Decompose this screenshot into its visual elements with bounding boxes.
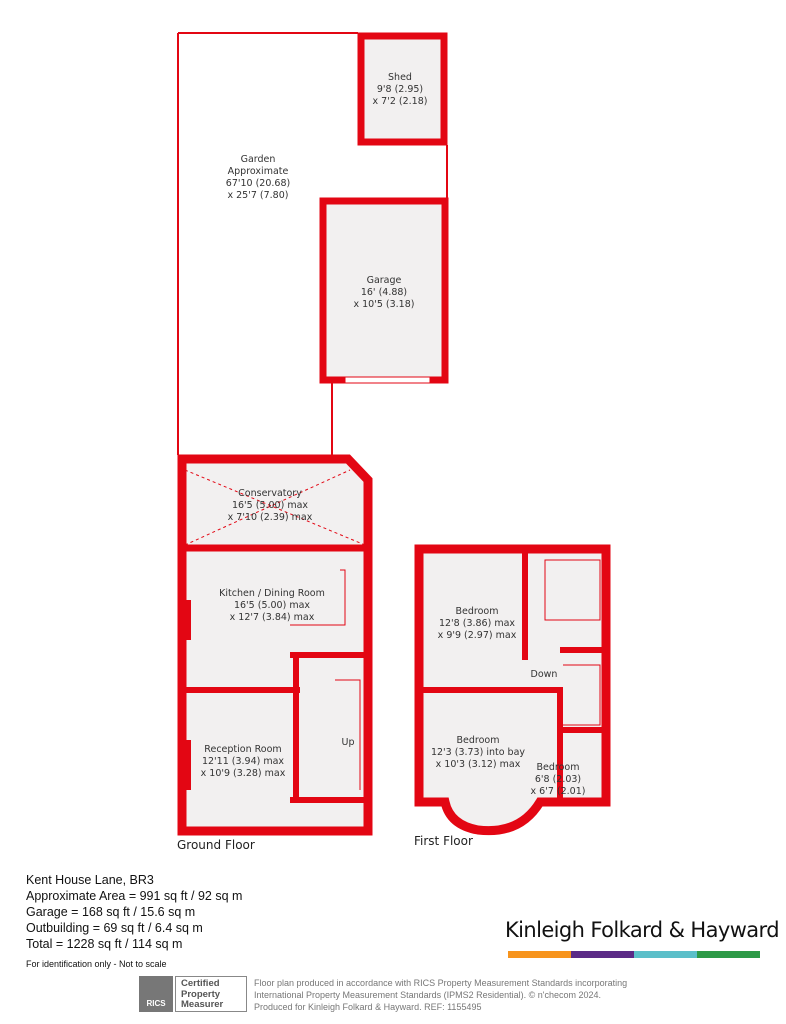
bedroom3-dim2: x 6'7 (2.01) [531, 786, 586, 797]
bedroom1-dim1: 12'8 (3.86) max [439, 618, 515, 629]
brand-stripe [508, 951, 760, 958]
brand-logo: Kinleigh Folkard & Hayward [505, 918, 780, 942]
garden-dim2: x 25'7 (7.80) [228, 190, 289, 201]
badge-line: Property [181, 988, 221, 1000]
garden-name: Garden [241, 154, 276, 165]
garage-door [344, 376, 431, 384]
rics-logo: RICS [139, 976, 173, 1012]
reception-dim1: 12'11 (3.94) max [202, 756, 284, 767]
conservatory-dim1: 16'5 (5.00) max [232, 500, 308, 511]
bedroom2-name: Bedroom [457, 735, 500, 746]
stairs-up-label: Up [342, 737, 355, 748]
garage-name: Garage [367, 275, 402, 286]
bedroom2-dim2: x 10'3 (3.12) max [436, 759, 521, 770]
rics-badge: RICS Certified Property Measurer [139, 976, 247, 1012]
ground-floor-label: Ground Floor [177, 838, 255, 852]
total-area: Total = 1228 sq ft / 114 sq m [26, 937, 183, 951]
outbuilding-area: Outbuilding = 69 sq ft / 6.4 sq m [26, 921, 203, 935]
shed-dim2: x 7'2 (2.18) [373, 96, 428, 107]
footer-note: Floor plan produced in accordance with R… [254, 977, 627, 1013]
garden-boundary [177, 32, 448, 455]
reception-dim2: x 10'9 (3.28) max [201, 768, 286, 779]
bedroom1-name: Bedroom [456, 606, 499, 617]
kitchen-name: Kitchen / Dining Room [219, 588, 325, 599]
bedroom3-name: Bedroom [537, 762, 580, 773]
bedroom1-dim2: x 9'9 (2.97) max [438, 630, 517, 641]
address: Kent House Lane, BR3 [26, 873, 154, 887]
kitchen-dim1: 16'5 (5.00) max [234, 600, 310, 611]
bedroom2-dim1: 12'3 (3.73) into bay [431, 747, 525, 758]
reception-name: Reception Room [204, 744, 281, 755]
floor-plan: Shed 9'8 (2.95) x 7'2 (2.18) Garden Appr… [177, 32, 611, 852]
property-info: Kent House Lane, BR3 Approximate Area = … [26, 872, 242, 972]
garden-dim1: 67'10 (20.68) [226, 178, 290, 189]
garage-dim2: x 10'5 (3.18) [354, 299, 415, 310]
garage-dim1: 16' (4.88) [361, 287, 407, 298]
approximate-area: Approximate Area = 991 sq ft / 92 sq m [26, 889, 243, 903]
shed-name: Shed [388, 72, 412, 83]
bedroom3-dim1: 6'8 (2.03) [535, 774, 581, 785]
garage-area: Garage = 168 sq ft / 15.6 sq m [26, 905, 196, 919]
kitchen-dim2: x 12'7 (3.84) max [230, 612, 315, 623]
footer-line: Floor plan produced in accordance with R… [254, 978, 628, 988]
footer-line: International Property Measurement Stand… [254, 990, 602, 1000]
footer-line: Produced for Kinleigh Folkard & Hayward.… [254, 1002, 482, 1012]
garden-sub: Approximate [228, 166, 289, 177]
disclaimer: For identification only - Not to scale [26, 959, 167, 969]
shed-room [357, 32, 448, 146]
badge-line: Certified [181, 978, 220, 989]
badge-line: Measurer [181, 999, 224, 1010]
stairs-down-label: Down [531, 669, 558, 680]
conservatory-dim2: x 7'10 (2.39) max [228, 512, 313, 523]
shed-dim1: 9'8 (2.95) [377, 84, 423, 95]
conservatory-name: Conservatory [238, 488, 302, 499]
first-floor-label: First Floor [414, 834, 473, 848]
